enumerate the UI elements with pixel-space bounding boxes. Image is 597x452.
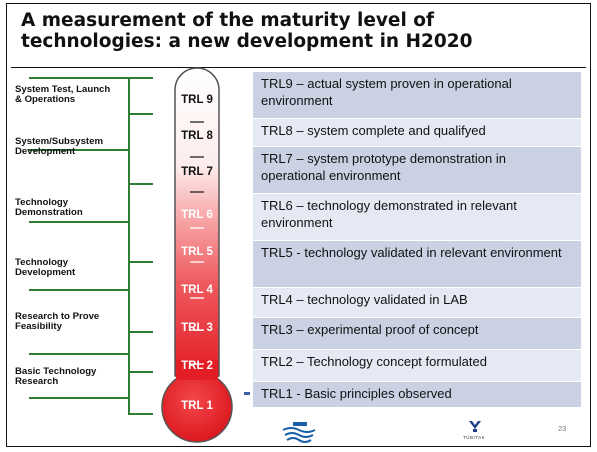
slide: A measurement of the maturity level of t…: [6, 3, 591, 447]
thermometer-level-2: TRL 2: [181, 360, 213, 372]
row-marker-icon: [244, 392, 250, 395]
thermometer-tube: [174, 67, 220, 377]
slide-title-line-2: technologies: a new development in H2020: [21, 31, 473, 52]
thermometer-level-3: TRL 3: [181, 322, 213, 334]
trl-row-3: TRL3 – experimental proof of concept: [253, 318, 581, 350]
page-number: 23: [558, 424, 567, 433]
slide-title: A measurement of the maturity level of t…: [21, 10, 473, 52]
wave-logo-icon: [282, 422, 316, 443]
category-technology-development: Technology Development: [15, 257, 76, 278]
category-research-prove-feasibility: Research to Prove Feasibility: [15, 311, 100, 332]
trl-description-table: TRL9 – actual system proven in operation…: [244, 72, 581, 408]
thermometer-level-6: TRL 6: [181, 209, 213, 221]
category-system-subsystem: System/Subsystem Development: [15, 136, 103, 157]
trl-row-4: TRL4 – technology validated in LAB: [253, 288, 581, 318]
trl-row-5: TRL5 - technology validated in relevant …: [253, 241, 581, 288]
trl-row-6: TRL6 – technology demonstrated in releva…: [253, 194, 581, 241]
category-basic-technology-research: Basic Technology Research: [15, 366, 97, 387]
thermometer-level-5: TRL 5: [181, 246, 213, 258]
tubitak-logo-icon: [469, 421, 481, 432]
thermometer-level-7: TRL 7: [181, 166, 213, 178]
thermometer-ticks: [190, 121, 204, 365]
trl-thermometer-diagram: [29, 67, 481, 443]
category-connectors: [29, 77, 153, 415]
category-technology-demonstration: Technology Demonstration: [15, 197, 83, 218]
thermometer-level-8: TRL 8: [181, 130, 213, 142]
trl-row-2: TRL2 – Technology concept formulated: [253, 350, 581, 382]
trl-row-9: TRL9 – actual system proven in operation…: [253, 72, 581, 119]
tubitak-logo-text: TÜBİTAK: [463, 435, 486, 440]
title-divider: [11, 67, 586, 68]
trl-row-1: TRL1 - Basic principles observed: [244, 382, 581, 408]
thermometer-level-1: TRL 1: [181, 400, 213, 412]
thermometer-level-4: TRL 4: [181, 284, 213, 296]
trl-row-8: TRL8 – system complete and qualifyed: [253, 119, 581, 147]
thermometer-level-9: TRL 9: [181, 94, 213, 106]
category-system-test-launch: System Test, Launch & Operations: [15, 84, 111, 105]
slide-title-line-1: A measurement of the maturity level of: [21, 10, 435, 31]
trl-row-1-text: TRL1 - Basic principles observed: [261, 386, 452, 401]
trl-row-7: TRL7 – system prototype demonstration in…: [253, 147, 581, 194]
